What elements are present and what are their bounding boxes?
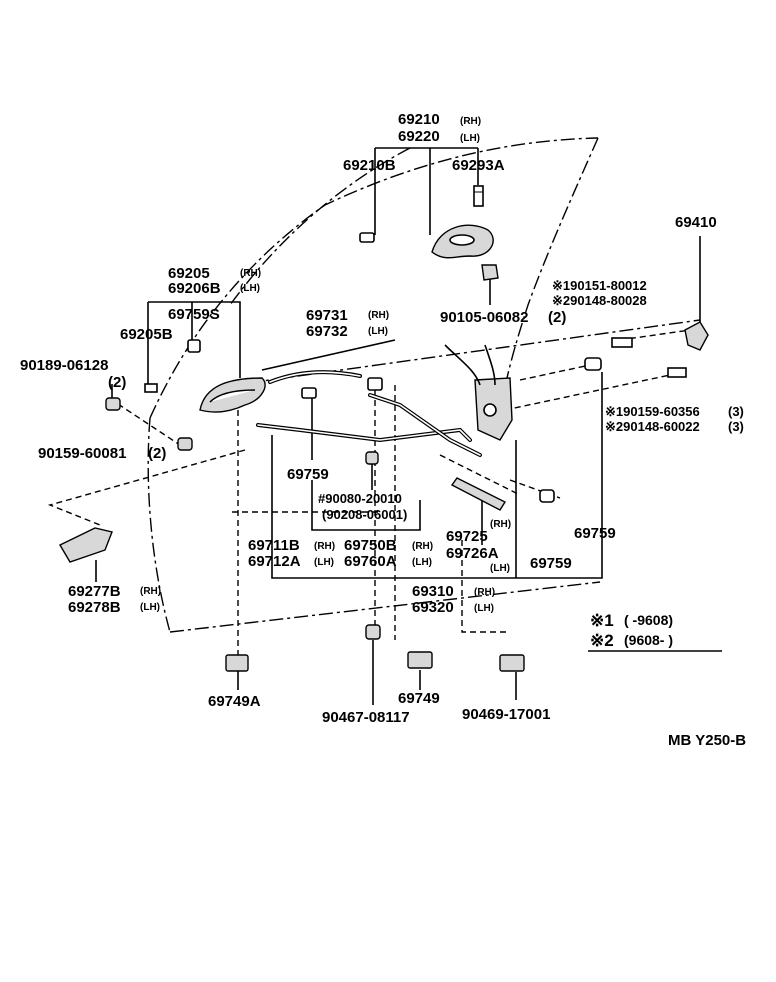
label-290148b-qty: (3) [728,419,744,434]
label-90469: 90469-17001 [462,706,550,723]
label-290148b: ※290148-60022 [605,419,700,434]
label-69220: 69220 [398,128,440,145]
label-69278b: 69278B [68,599,121,616]
legend-range-1: ( -9608) [624,612,673,628]
label-69732: 69732 [306,323,348,340]
clip-90467 [365,624,381,640]
label-69759s: 69759S [168,306,220,323]
clip-69749 [407,651,433,669]
label-90105: 90105-06082 [440,309,528,326]
diagram-code: MB Y250-B [668,732,746,749]
label-69711b-side: (RH) [314,541,335,552]
legend-range-2: (9608- ) [624,632,673,648]
clip-69759s [187,339,201,353]
label-69726a: 69726A [446,545,499,562]
label-69210-side: (RH) [460,116,481,127]
label-69277b: 69277B [68,583,121,600]
label-69750b-side: (RH) [412,541,433,552]
screw-69205b [144,383,158,393]
label-90467: 90467-08117 [322,709,410,726]
screw-69293a [473,185,484,207]
legend-mark-2: ※2 [590,631,614,650]
label-69712a-side: (LH) [314,557,334,568]
label-69760a-side: (LH) [412,557,432,568]
clip-69759-mid [301,387,317,399]
outside-handle [431,224,494,259]
label-69210b: 69210B [343,157,396,174]
label-90189: 90189-06128 [20,357,108,374]
door-lock-assembly [444,344,513,441]
striker-69410 [684,321,709,351]
clip-lever [367,377,383,391]
label-69310-side: (RH) [474,587,495,598]
nut-90080 [365,451,379,465]
screw-290148 [611,337,633,348]
label-90208: (90208-06001) [322,507,407,522]
label-69725-side: (RH) [490,519,511,530]
legend-mark-1: ※1 [590,611,614,630]
label-69731-side: (RH) [368,310,389,321]
label-69726a-side: (LH) [490,563,510,574]
label-69410: 69410 [675,214,717,231]
label-69310: 69310 [412,583,454,600]
clip-69759-right [539,489,555,503]
label-69206b-side: (LH) [240,283,260,294]
label-190159: ※190159-60356 [605,404,700,419]
bezel-69277b [59,527,113,563]
label-69749: 69749 [398,690,440,707]
label-69205-side: (RH) [240,268,261,279]
label-190151: ※190151-80012 [552,278,647,293]
bolt-90105 [481,264,499,281]
label-69210: 69210 [398,111,440,128]
inside-handle [199,377,266,413]
label-90105-qty: (2) [548,309,566,326]
label-69205: 69205 [168,265,210,282]
label-90189-qty: (2) [108,374,126,391]
clip-69749a [225,654,249,672]
label-90159: 90159-60081 [38,445,126,462]
part-labels: 69210 (RH) 69220 (LH) 69210B 69293A 6941… [20,111,746,749]
label-69220-side: (LH) [460,133,480,144]
label-69731: 69731 [306,307,348,324]
label-69320-side: (LH) [474,603,494,614]
label-69732-side: (LH) [368,326,388,337]
label-69712a: 69712A [248,553,301,570]
label-69750b: 69750B [344,537,397,554]
label-69759-right: 69759 [530,555,572,572]
label-69725: 69725 [446,528,488,545]
label-69759-far: 69759 [574,525,616,542]
rod-69725 [450,477,507,511]
label-90159-qty: (2) [148,445,166,462]
label-69277b-side: (RH) [140,586,161,597]
label-90080: #90080-20010 [318,491,402,506]
legend: ※1 ( -9608) ※2 (9608- ) [588,611,722,652]
label-69711b: 69711B [248,537,300,554]
label-190159-qty: (3) [728,404,744,419]
clip-69759-lock [584,357,602,371]
leader-lines [47,147,701,705]
bolt-190159 [667,367,687,378]
label-69749a: 69749A [208,693,261,710]
label-69759-mid: 69759 [287,466,329,483]
label-69293a: 69293A [452,157,505,174]
label-290148a: ※290148-80028 [552,293,647,308]
label-69320: 69320 [412,599,454,616]
nut-90189 [105,397,121,411]
label-69205b: 69205B [120,326,173,343]
nut-90159 [177,437,193,451]
label-69206b: 69206B [168,280,221,297]
label-69760a: 69760A [344,553,397,570]
clip-90469 [499,654,525,672]
parts [59,185,709,672]
label-69278b-side: (LH) [140,602,160,613]
clip-69210b [359,232,375,243]
